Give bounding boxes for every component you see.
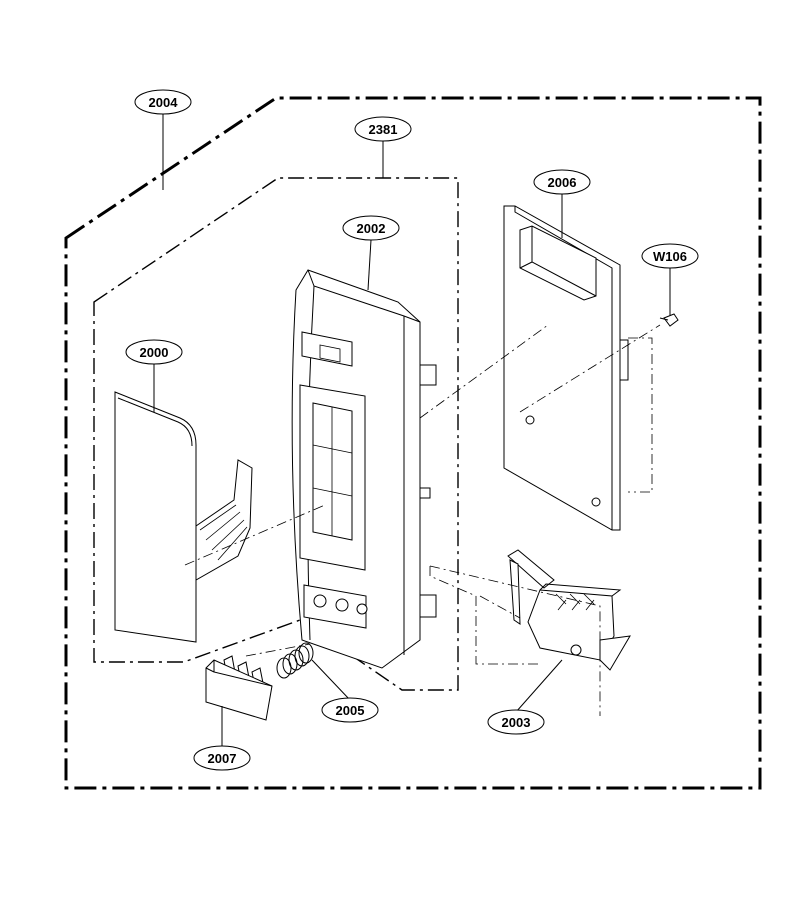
callout-2004: 2004 <box>134 89 192 115</box>
label-2002: 2002 <box>357 221 386 236</box>
label-2000: 2000 <box>140 345 169 360</box>
part-2005-spring <box>276 642 314 679</box>
part-2007-push-button <box>205 655 273 721</box>
assembly-boundary-2004 <box>64 96 762 790</box>
callout-w106: W106 <box>641 243 699 269</box>
alignment-lines <box>184 324 661 716</box>
part-2003-latch-lever <box>507 549 631 671</box>
label-w106: W106 <box>653 249 687 264</box>
assembly-boundary-2381 <box>93 177 459 691</box>
callout-2002: 2002 <box>342 215 400 241</box>
callout-2003: 2003 <box>487 709 545 735</box>
part-2000-membrane-panel <box>114 391 253 643</box>
label-2006: 2006 <box>548 175 577 190</box>
leader-lines <box>153 114 671 746</box>
callout-2005: 2005 <box>321 697 379 723</box>
callout-2000: 2000 <box>125 339 183 365</box>
part-2006-pcb <box>503 205 629 531</box>
label-2007: 2007 <box>208 751 237 766</box>
label-2004: 2004 <box>149 95 179 110</box>
label-2003: 2003 <box>502 715 531 730</box>
callout-2006: 2006 <box>533 169 591 195</box>
label-2005: 2005 <box>336 703 365 718</box>
part-2002-control-panel <box>291 269 437 669</box>
label-2381: 2381 <box>369 122 398 137</box>
part-w106-screw <box>659 313 679 327</box>
callout-2007: 2007 <box>193 745 251 771</box>
callout-2381: 2381 <box>354 116 412 142</box>
